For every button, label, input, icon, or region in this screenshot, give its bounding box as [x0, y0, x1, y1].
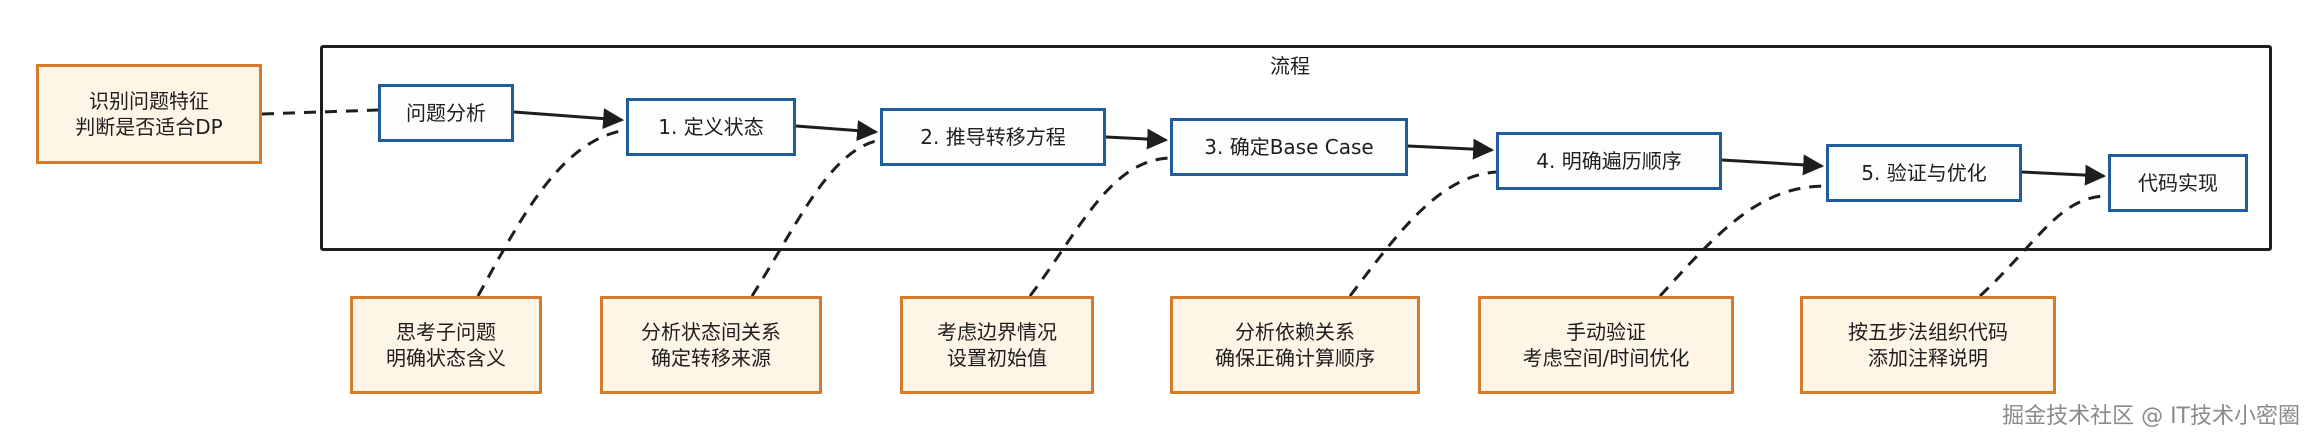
edge-note1-to-step1: [476, 128, 627, 297]
note-step3: 考虑边界情况 设置初始值: [900, 296, 1094, 394]
edge-step2-to-step3: [1105, 128, 1169, 150]
edge-step1-to-step2: [795, 120, 879, 142]
step-transition: 2. 推导转移方程: [880, 108, 1106, 166]
note-step6: 按五步法组织代码 添加注释说明: [1800, 296, 2056, 394]
process-frame-label: 流程: [1270, 54, 1310, 78]
input-note: 识别问题特征 判断是否适合DP: [36, 64, 262, 164]
edge-note6-to-implement: [1978, 194, 2109, 298]
edge-step5-to-implement: [2021, 164, 2107, 186]
step-analyze: 问题分析: [378, 84, 514, 142]
note-step2: 分析状态间关系 确定转移来源: [600, 296, 822, 394]
process-frame: [320, 45, 2272, 251]
step-define-state: 1. 定义状态: [626, 98, 796, 156]
edge-analyze-to-step1: [513, 108, 625, 130]
step-verify: 5. 验证与优化: [1826, 144, 2022, 202]
step-implement: 代码实现: [2108, 154, 2248, 212]
edge-step3-to-step4: [1407, 138, 1495, 160]
edge-step4-to-step5: [1721, 154, 1825, 176]
edge-note2-to-step2: [750, 138, 881, 297]
note-step5: 手动验证 考虑空间/时间优化: [1478, 296, 1734, 394]
edge-note5-to-step5: [1658, 184, 1827, 298]
note-step4: 分析依赖关系 确保正确计算顺序: [1170, 296, 1420, 394]
step-order: 4. 明确遍历顺序: [1496, 132, 1722, 190]
edge-note4-to-step4: [1348, 170, 1497, 297]
step-base-case: 3. 确定Base Case: [1170, 118, 1408, 176]
edge-note3-to-step3: [1028, 156, 1171, 297]
note-step1: 思考子问题 明确状态含义: [350, 296, 542, 394]
watermark: 掘金技术社区 @ IT技术小密圈: [2002, 404, 2300, 429]
